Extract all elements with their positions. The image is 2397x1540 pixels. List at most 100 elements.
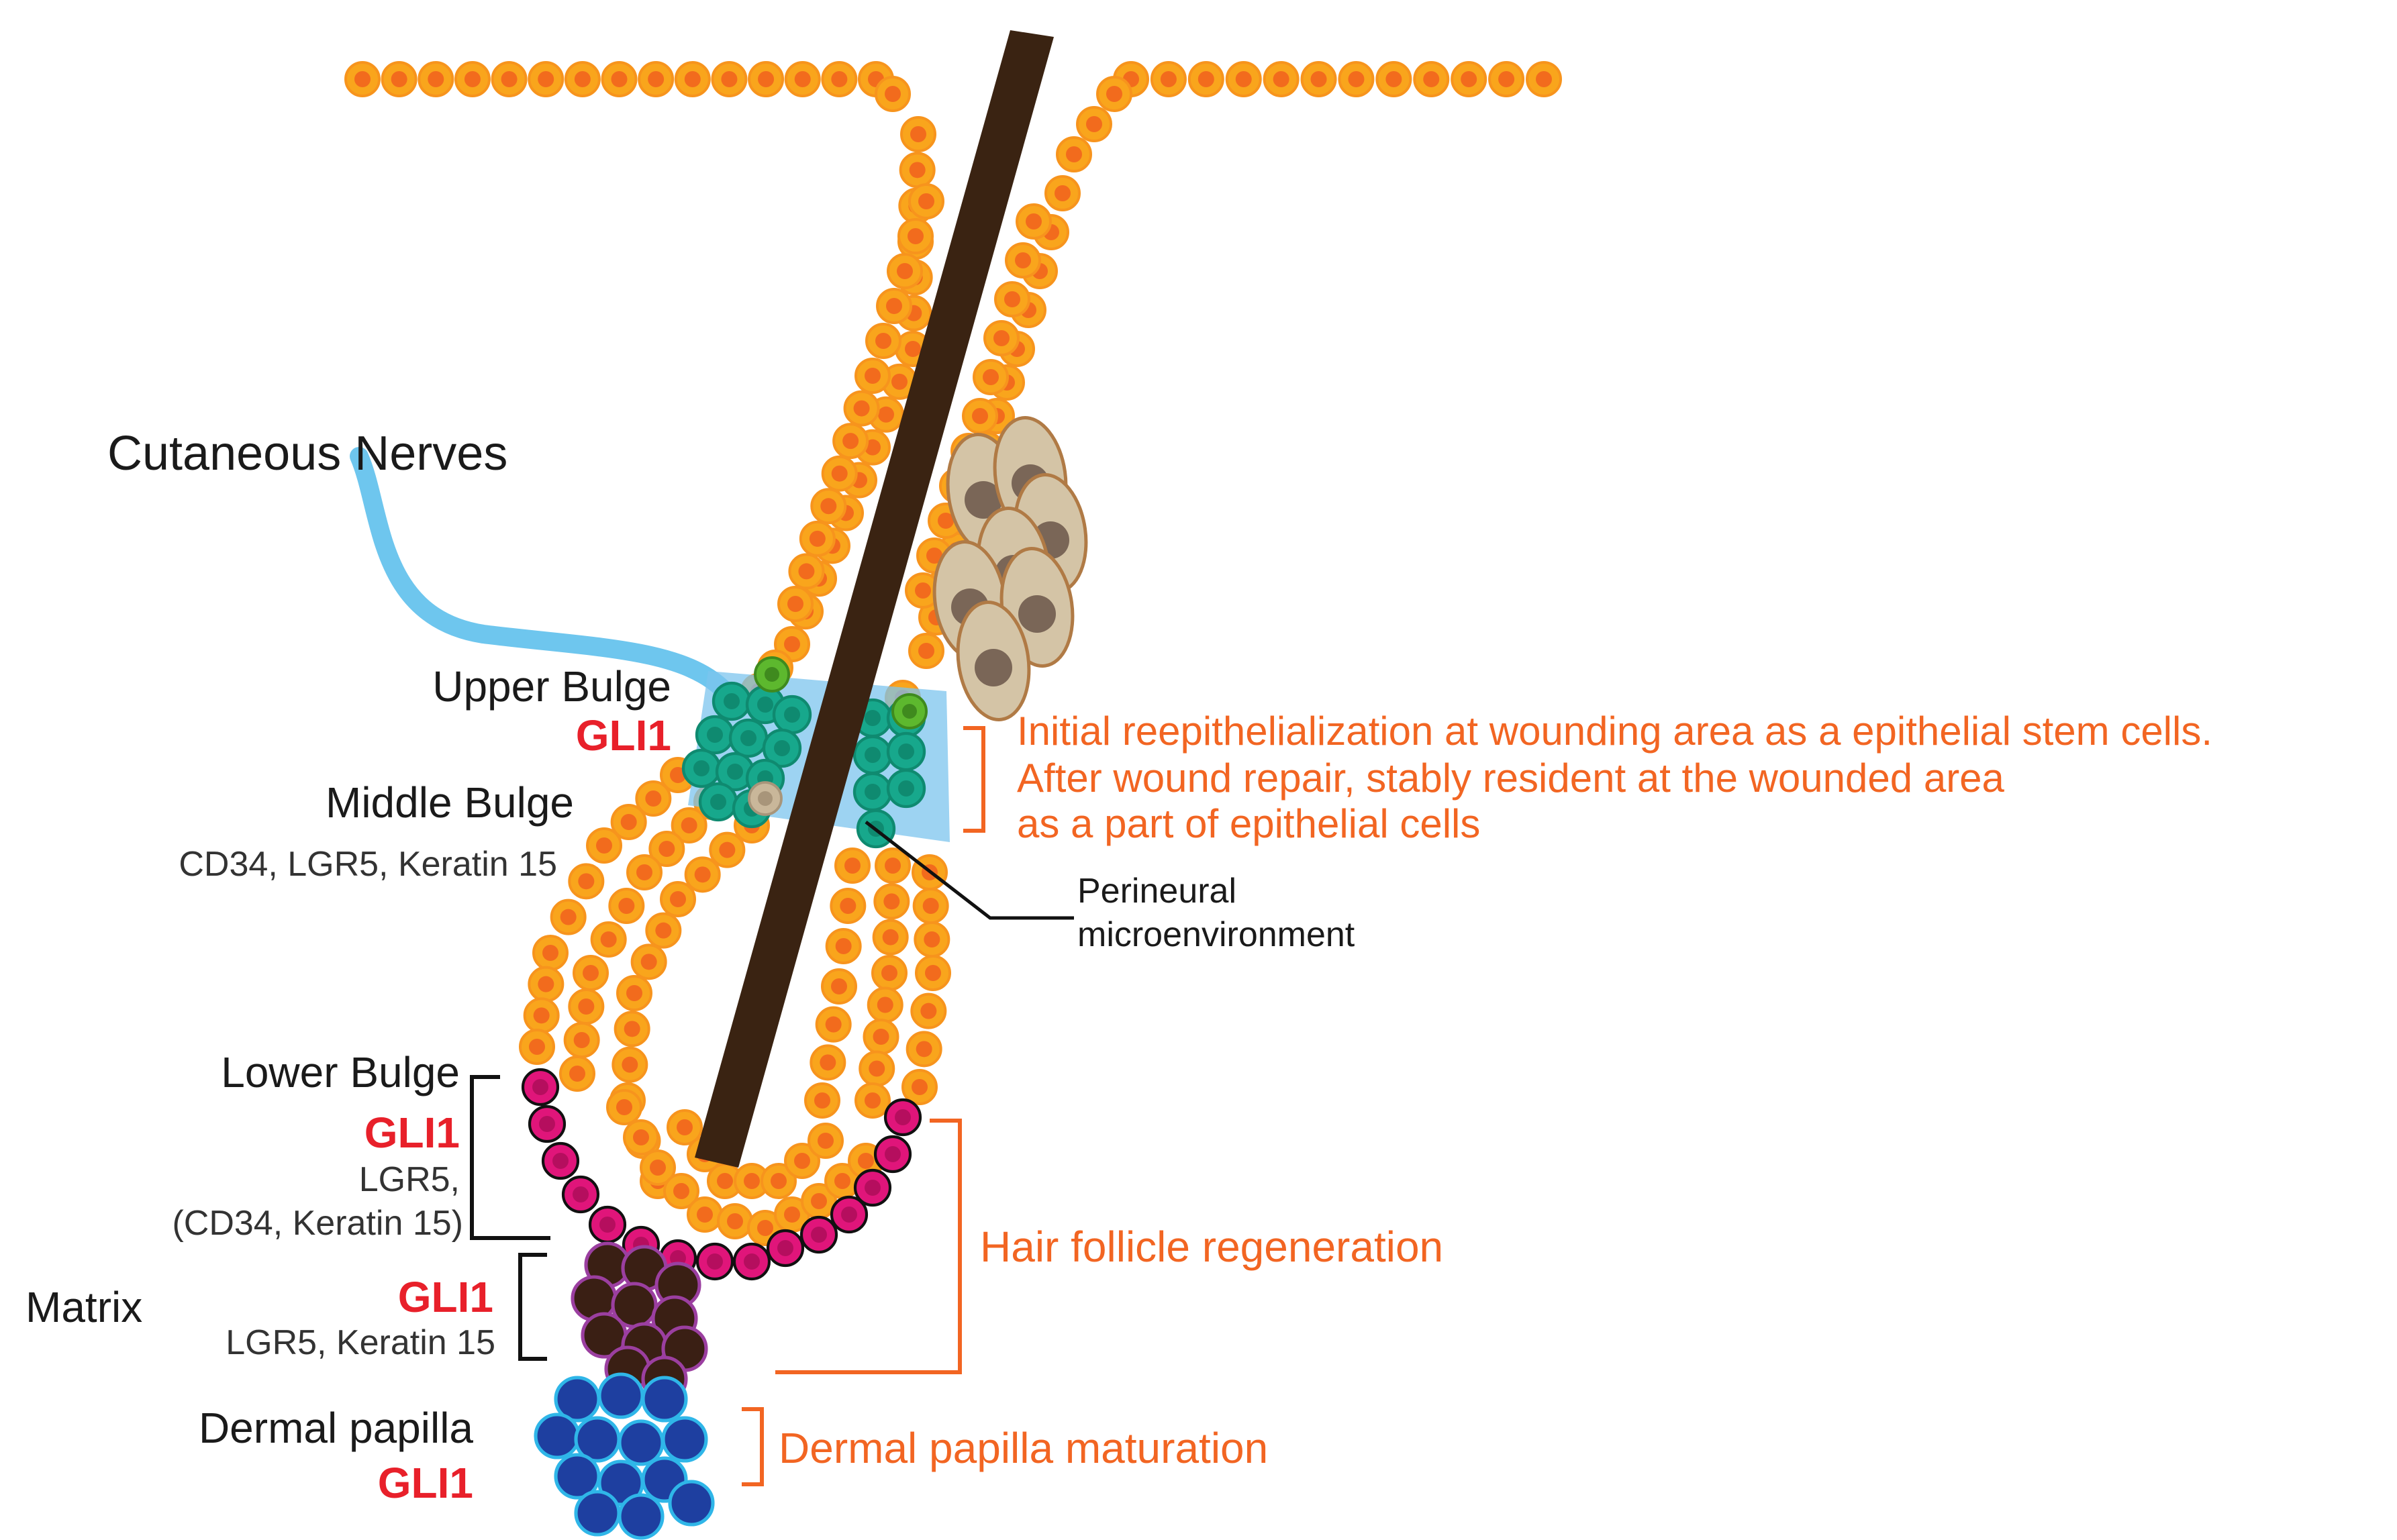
keratinocyte-cell-nucleus [1310,71,1327,87]
lower-bulge-cell-nucleus [552,1153,569,1169]
hair-follicle-regeneration-label: Hair follicle regeneration [980,1223,1443,1271]
keratinocyte-cell-nucleus [620,814,637,830]
keratinocyte-cell-nucleus [640,954,657,970]
keratinocyte-cell-nucleus [883,893,900,910]
keratinocyte-cell-nucleus [891,373,908,390]
bulge-stem-cell-nucleus [774,740,790,756]
reepithelialization-line3: as a part of epithelial cells [1017,801,1480,846]
perineural-leader-line [865,821,1074,920]
reepithelialization-bracket [963,726,985,833]
keratinocyte-cell-nucleus [560,909,577,925]
lower-bulge-cell-nucleus [841,1207,857,1223]
keratinocyte-cell-nucleus [920,1003,937,1019]
keratinocyte-cell-nucleus [1461,71,1477,87]
keratinocyte-cell-nucleus [794,71,811,87]
keratinocyte-cell-nucleus [811,1193,827,1209]
keratinocyte-cell-nucleus [873,1029,889,1045]
keratinocyte-cell-nucleus [673,1183,689,1199]
matrix-markers: LGR5, Keratin 15 [226,1323,495,1362]
sebaceous-gland-cells [932,416,1088,721]
keratinocyte-cell-nucleus [771,1173,787,1189]
keratinocyte-cell-nucleus [658,841,675,857]
bulge-stem-cell-nucleus [727,764,743,780]
keratinocyte-cell-nucleus [993,330,1010,346]
keratinocyte-cell-nucleus [633,1129,649,1145]
dermal-papilla-cell [574,1490,621,1537]
lower-bulge-label: Lower Bulge [221,1048,460,1096]
keratinocyte-cell-nucleus [1055,185,1071,201]
lower-bulge-cell-nucleus [599,1217,616,1233]
dermal-papilla-cell [618,1419,665,1466]
keratinocyte-cell-nucleus [835,938,852,954]
dermal-papilla-cell [618,1493,665,1540]
lower-bulge-cell-nucleus [573,1186,589,1202]
keratinocyte-cell-nucleus [877,996,893,1013]
keratinocyte-cell-nucleus [744,1173,760,1189]
keratinocyte-cell-nucleus [820,498,837,515]
keratinocyte-cell-nucleus [869,1060,885,1077]
keratinocyte-cell-nucleus [831,465,848,482]
lower-bulge-cell-nucleus [777,1240,793,1256]
keratinocyte-cell-nucleus [600,931,617,947]
middle-bulge-markers: CD34, LGR5, Keratin 15 [179,845,557,884]
keratinocyte-cell-nucleus [354,71,371,87]
keratinocyte-cell-nucleus [865,439,881,456]
keratinocyte-cell-nucleus [912,1079,928,1095]
middle-bulge-label: Middle Bulge [326,778,574,827]
keratinocyte-cell-nucleus [831,71,848,87]
keratinocyte-cell-nucleus [573,1032,590,1048]
keratinocyte-cell-nucleus [727,1213,743,1229]
green-bulge-cell-nucleus [765,667,779,682]
dermal-papilla-maturation-label: Dermal papilla maturation [779,1424,1268,1472]
keratinocyte-cell-nucleus [670,767,686,783]
keratinocyte-cell-nucleus [905,341,921,357]
keratinocyte-cell-nucleus [574,71,591,87]
keratinocyte-cell-nucleus [611,71,628,87]
dermal-papilla-cell [597,1372,644,1419]
keratinocyte-cell-nucleus [719,841,736,858]
bulge-stem-cell-nucleus [784,707,800,723]
sebocyte-nucleus [975,649,1012,686]
sebocyte-progenitor-cell-nucleus [758,791,773,806]
epithelial-keratinocytes [344,61,1562,1246]
keratinocyte-cell-nucleus [886,298,902,314]
keratinocyte-cell-nucleus [538,71,554,87]
bulge-stem-cell-nucleus [865,710,881,726]
keratinocyte-cell-nucleus [1004,291,1020,307]
keratinocyte-cell-nucleus [624,1021,640,1037]
keratinocyte-cell-nucleus [578,998,595,1015]
keratinocyte-cell-nucleus [897,263,913,279]
lower-bulge-cell-nucleus [895,1109,911,1125]
keratinocyte-cell-nucleus [578,873,595,890]
bulge-stem-cell-nucleus [724,693,740,709]
keratinocyte-cell-nucleus [878,406,894,423]
dermal-papilla-cell [661,1416,708,1463]
keratinocyte-cell-nucleus [925,965,941,981]
green-bulge-cell-nucleus [902,704,917,719]
lower-bulge-cell-nucleus [707,1253,723,1270]
keratinocyte-cell-nucleus [844,858,861,874]
keratinocyte-cell-nucleus [820,1054,836,1071]
keratinocyte-cell-nucleus [1498,71,1515,87]
bulge-stem-cell-nucleus [693,760,710,776]
keratinocyte-cell-nucleus [972,408,988,424]
bulge-stem-cell-nucleus [898,743,914,760]
keratinocyte-cell-nucleus [758,71,775,87]
keratinocyte-cell-nucleus [391,71,407,87]
lower-bulge-cells [521,1068,922,1281]
lower-bulge-cell-nucleus [744,1253,760,1270]
dermal-papilla-label: Dermal papilla [199,1404,473,1452]
lower-bulge-cell-nucleus [811,1227,827,1243]
keratinocyte-cell-nucleus [533,1007,550,1024]
keratinocyte-cell-nucleus [717,1173,733,1189]
bulge-stem-cell-nucleus [740,730,756,746]
keratinocyte-cell-nucleus [645,790,662,807]
cutaneous-nerve-fiber [350,447,731,697]
keratinocyte-cell-nucleus [924,931,940,947]
lower-bulge-marker: GLI1 [364,1109,460,1157]
keratinocyte-cell-nucleus [694,866,711,883]
keratinocyte-cell-nucleus [909,162,926,178]
keratinocyte-cell-nucleus [569,1066,585,1082]
hair-follicle-regeneration-bracket [775,1119,962,1374]
